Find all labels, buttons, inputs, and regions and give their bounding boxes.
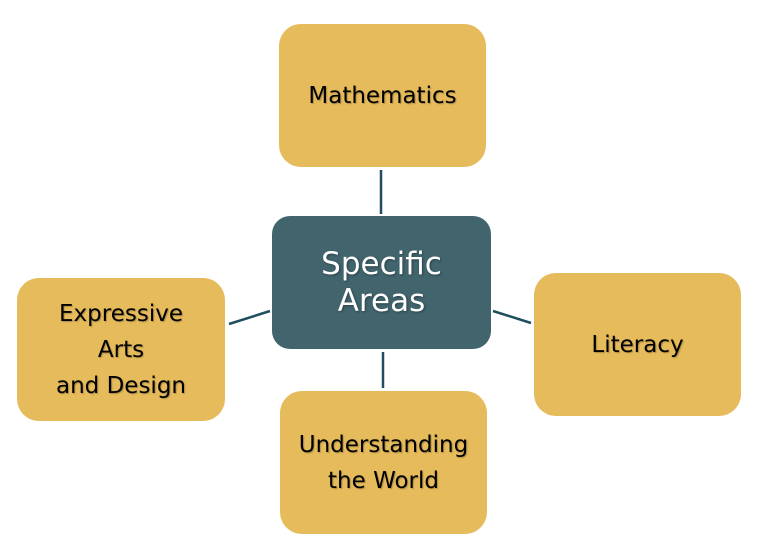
area-expressive-arts-label: Expressive Arts and Design [56,300,186,399]
area-mathematics-label: Mathematics [308,82,457,109]
connector-right [492,309,532,325]
area-literacy: Literacy [534,273,741,416]
area-understanding-the-world-label: Understanding the World [298,431,469,494]
connector-left [228,309,271,326]
area-expressive-arts-and-design: Expressive Arts and Design [17,278,225,421]
center-specific-areas: Specific Areas [272,216,491,349]
area-understanding-the-world: Understanding the World [280,391,487,534]
center-label: Specific Areas [321,245,442,319]
area-literacy-label: Literacy [591,331,684,358]
area-mathematics: Mathematics [279,24,486,167]
